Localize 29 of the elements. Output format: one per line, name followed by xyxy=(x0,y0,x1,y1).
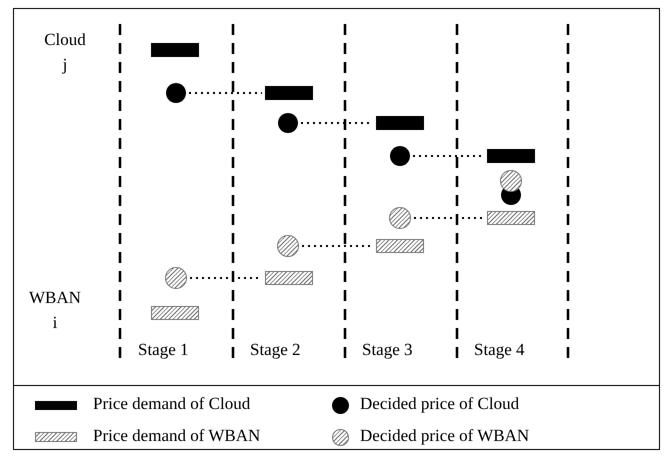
solid-bar xyxy=(265,86,313,100)
solid-bar xyxy=(151,43,199,57)
hatched-dot xyxy=(277,235,299,257)
side-label: Cloud j xyxy=(43,29,87,76)
legend-label: Price demand of Cloud xyxy=(93,394,250,414)
stage-label: Stage 3 xyxy=(362,340,413,360)
hatched-dot xyxy=(165,267,187,289)
solid-dot xyxy=(390,146,410,166)
hatched-bar xyxy=(151,306,199,320)
stage-label: Stage 2 xyxy=(250,340,301,360)
dotted-connector xyxy=(302,245,373,247)
dotted-connector xyxy=(413,155,484,157)
stage-label: Stage 4 xyxy=(474,340,525,360)
hatched-bar xyxy=(265,271,313,285)
hatched-bar xyxy=(487,211,535,225)
dotted-connector xyxy=(414,217,484,219)
solid-dot xyxy=(278,113,298,133)
legend-label: Decided price of Cloud xyxy=(360,394,520,414)
hatched-dot xyxy=(389,207,411,229)
stage-label: Stage 1 xyxy=(138,340,189,360)
solid-dot xyxy=(166,83,186,103)
solid-bar xyxy=(487,149,535,163)
dotted-connector xyxy=(189,92,262,94)
solid-bar xyxy=(376,116,424,130)
legend-label: Price demand of WBAN xyxy=(93,426,260,446)
legend-label: Decided price of WBAN xyxy=(360,426,530,446)
hatched-dot xyxy=(500,170,522,192)
hatched-bar xyxy=(376,239,424,253)
side-label: WBAN i xyxy=(28,287,82,334)
